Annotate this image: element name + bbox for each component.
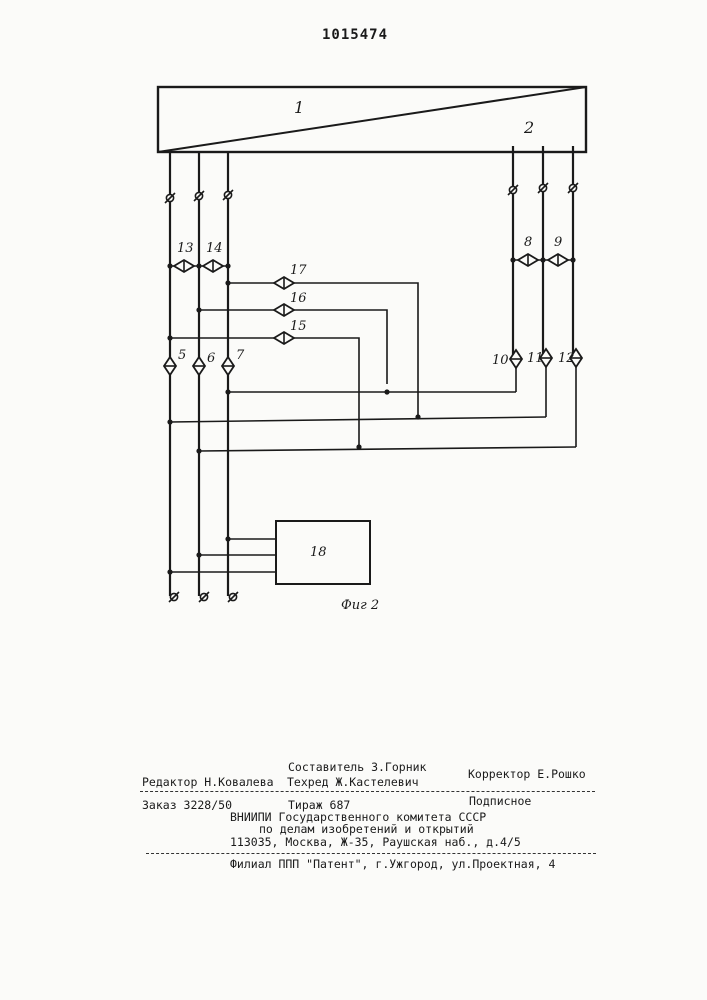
diode-8-icon xyxy=(518,254,538,266)
compiler-line: Составитель З.Горник xyxy=(288,760,426,774)
terminal-icon xyxy=(194,191,204,201)
block-diagonal xyxy=(158,87,586,152)
diode-17-icon xyxy=(274,277,294,289)
terminal-icon xyxy=(199,592,209,602)
label-18: 18 xyxy=(310,545,327,560)
terminal-icon xyxy=(508,185,518,195)
org-line-2: по делам изобретений и открытий xyxy=(259,822,474,836)
label-13: 13 xyxy=(177,241,194,256)
label-15: 15 xyxy=(290,319,307,334)
divider-top xyxy=(140,791,595,792)
terminal-icon xyxy=(165,193,175,203)
label-11: 11 xyxy=(527,351,544,366)
block-label-1: 1 xyxy=(294,98,304,117)
terminal-icon xyxy=(228,592,238,602)
terminal-icon xyxy=(538,183,548,193)
techred-line: Техред Ж.Кастелевич xyxy=(287,775,419,789)
label-12: 12 xyxy=(558,351,575,366)
diode-7-icon xyxy=(222,357,234,375)
terminal-icon xyxy=(568,183,578,193)
org-address: 113035, Москва, Ж-35, Раушская наб., д.4… xyxy=(230,835,521,849)
diode-9-icon xyxy=(548,254,568,266)
diode-14-icon xyxy=(203,260,223,272)
subscription-line: Подписное xyxy=(469,794,531,808)
label-17: 17 xyxy=(290,263,307,278)
diode-5-icon xyxy=(164,357,176,375)
editor-line: Редактор Н.Ковалева xyxy=(142,775,274,789)
branch-line: Филиал ППП "Патент", г.Ужгород, ул.Проек… xyxy=(230,857,555,871)
label-10: 10 xyxy=(492,353,509,368)
figure-caption: Фиг 2 xyxy=(341,598,379,613)
order-line: Заказ 3228/50 xyxy=(142,798,232,812)
diode-10-icon xyxy=(510,350,522,368)
label-6: 6 xyxy=(207,351,215,366)
corrector-line: Корректор Е.Рошко xyxy=(468,767,586,781)
block-label-2: 2 xyxy=(523,118,534,137)
divider-bottom xyxy=(146,853,596,854)
label-14: 14 xyxy=(206,241,223,256)
diode-13-icon xyxy=(174,260,194,272)
label-16: 16 xyxy=(290,291,307,306)
terminal-icon xyxy=(223,190,233,200)
label-5: 5 xyxy=(178,348,186,363)
label-8: 8 xyxy=(524,235,532,250)
label-9: 9 xyxy=(554,235,562,250)
diode-6-icon xyxy=(193,357,205,375)
label-7: 7 xyxy=(236,348,245,363)
